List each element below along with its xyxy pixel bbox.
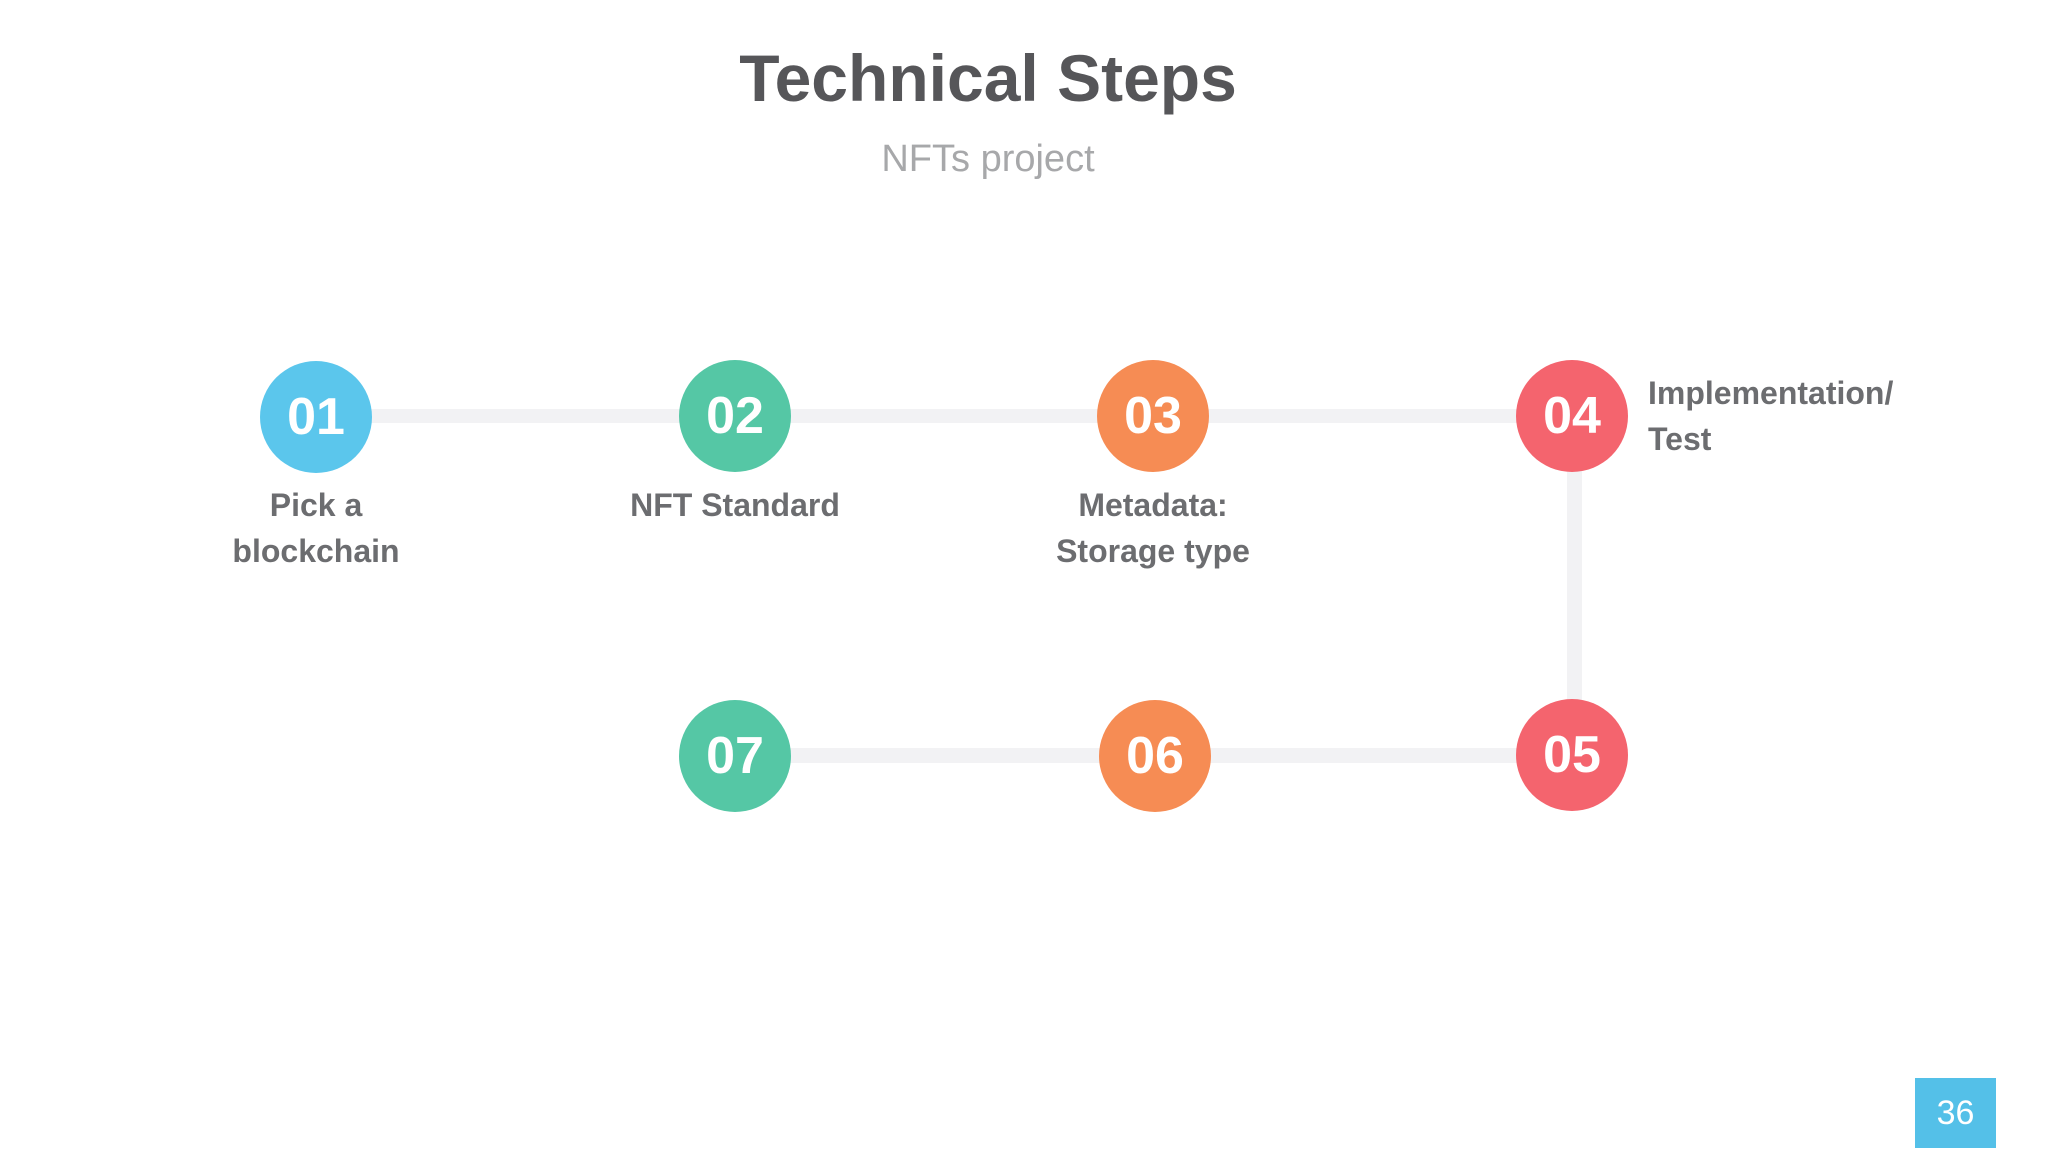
step-circle-02: 02 <box>679 360 791 472</box>
step-number-06: 06 <box>1126 727 1184 785</box>
step-circle-01: 01 <box>260 361 372 473</box>
connector-line-vertical <box>1567 416 1582 756</box>
step-number-07: 07 <box>706 727 764 785</box>
page-number: 36 <box>1936 1093 1975 1132</box>
step-label-metadata-storage-type: Metadata: Storage type <box>1056 487 1250 569</box>
step-label-implementation-test: Implementation/ Test <box>1648 375 1894 457</box>
step-number-04: 04 <box>1543 387 1601 445</box>
page-number-badge: 36 <box>1915 1078 1996 1148</box>
step-circle-07: 07 <box>679 700 791 812</box>
step-number-02: 02 <box>706 387 764 445</box>
step-number-01: 01 <box>287 388 345 446</box>
page-subtitle: NFTs project <box>881 138 1095 180</box>
step-number-03: 03 <box>1124 387 1182 445</box>
step-number-05: 05 <box>1543 726 1601 784</box>
step-label-pick-a-blockchain: Pick a blockchain <box>232 487 400 569</box>
page-title: Technical Steps <box>739 41 1237 115</box>
step-circle-03: 03 <box>1097 360 1209 472</box>
step-circle-04: 04 <box>1516 360 1628 472</box>
step-circle-05: 05 <box>1516 699 1628 811</box>
step-label-nft-standard: NFT Standard <box>630 487 840 523</box>
connector-line-top <box>316 409 1574 423</box>
step-circle-06: 06 <box>1099 700 1211 812</box>
